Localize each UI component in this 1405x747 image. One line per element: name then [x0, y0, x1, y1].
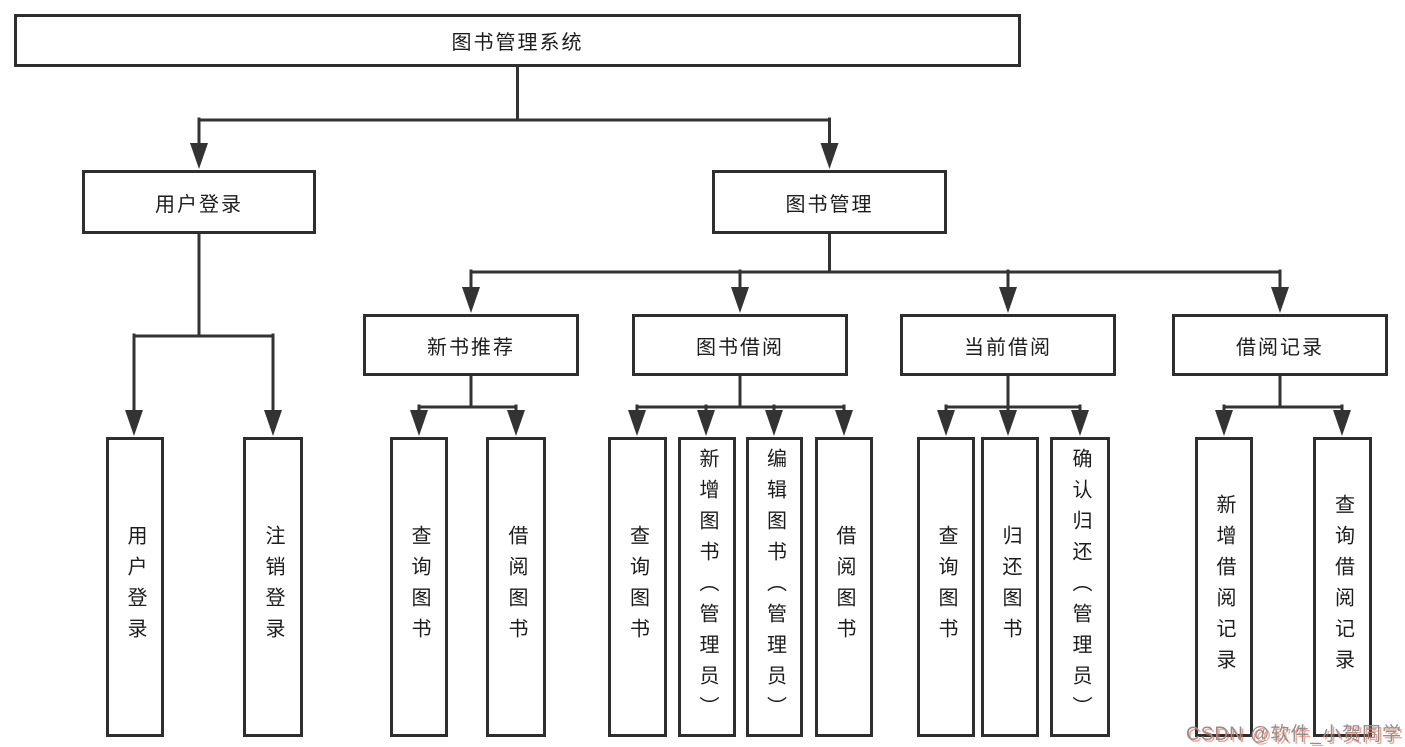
leaf-label: 新增借阅记录 [1213, 494, 1235, 680]
leaf-label: 借阅图书 [833, 525, 855, 649]
leaf-logout: 注销登录 [243, 437, 303, 737]
watermark: CSDN @软件_小贺同学 [1186, 724, 1402, 745]
leaf-query-books-3: 查询图书 [917, 437, 975, 737]
node-user-login: 用户登录 [82, 170, 316, 234]
node-label: 新书推荐 [427, 336, 515, 359]
leaf-borrow-books: 借阅图书 [486, 437, 546, 737]
leaf-label: 查询图书 [935, 525, 957, 649]
leaf-add-books-admin: 新增图书（管理员） [678, 437, 736, 737]
node-label: 图书管理 [785, 193, 874, 216]
node-label: 借阅记录 [1236, 336, 1324, 359]
leaf-label: 注销登录 [262, 525, 284, 649]
node-label: 用户登录 [155, 193, 243, 216]
leaf-label: 查询图书 [408, 525, 430, 649]
leaf-label: 用户登录 [124, 525, 146, 649]
leaf-query-borrow-record: 查询借阅记录 [1313, 437, 1372, 737]
leaf-confirm-return-admin: 确认归还（管理员） [1050, 437, 1110, 737]
node-new-book-recommend: 新书推荐 [363, 314, 579, 376]
leaf-edit-books-admin: 编辑图书（管理员） [746, 437, 803, 737]
leaf-label: 归还图书 [999, 525, 1021, 649]
node-label: 当前借阅 [964, 336, 1052, 359]
node-label: 图书借阅 [696, 336, 784, 359]
node-current-borrow: 当前借阅 [900, 314, 1116, 376]
leaf-add-borrow-record: 新增借阅记录 [1195, 437, 1253, 737]
leaf-label: 确认归还（管理员） [1069, 447, 1091, 727]
leaf-query-books-2: 查询图书 [608, 437, 667, 737]
leaf-label: 借阅图书 [505, 525, 527, 649]
leaf-user-login: 用户登录 [106, 437, 164, 737]
node-book-management: 图书管理 [712, 170, 947, 234]
leaf-label: 查询图书 [626, 525, 649, 649]
leaf-return-books: 归还图书 [981, 437, 1039, 737]
leaf-query-books: 查询图书 [390, 437, 448, 737]
node-label: 图书管理系统 [451, 32, 584, 54]
node-borrow-records: 借阅记录 [1172, 314, 1388, 376]
leaf-label: 编辑图书（管理员） [763, 447, 786, 727]
leaf-label: 新增图书（管理员） [696, 447, 718, 727]
node-book-borrow: 图书借阅 [632, 314, 848, 376]
arrowhead-icons [125, 143, 1351, 436]
node-library-management-system: 图书管理系统 [14, 14, 1021, 67]
leaf-label: 查询借阅记录 [1331, 494, 1354, 680]
leaf-borrow-books-2: 借阅图书 [815, 437, 873, 737]
